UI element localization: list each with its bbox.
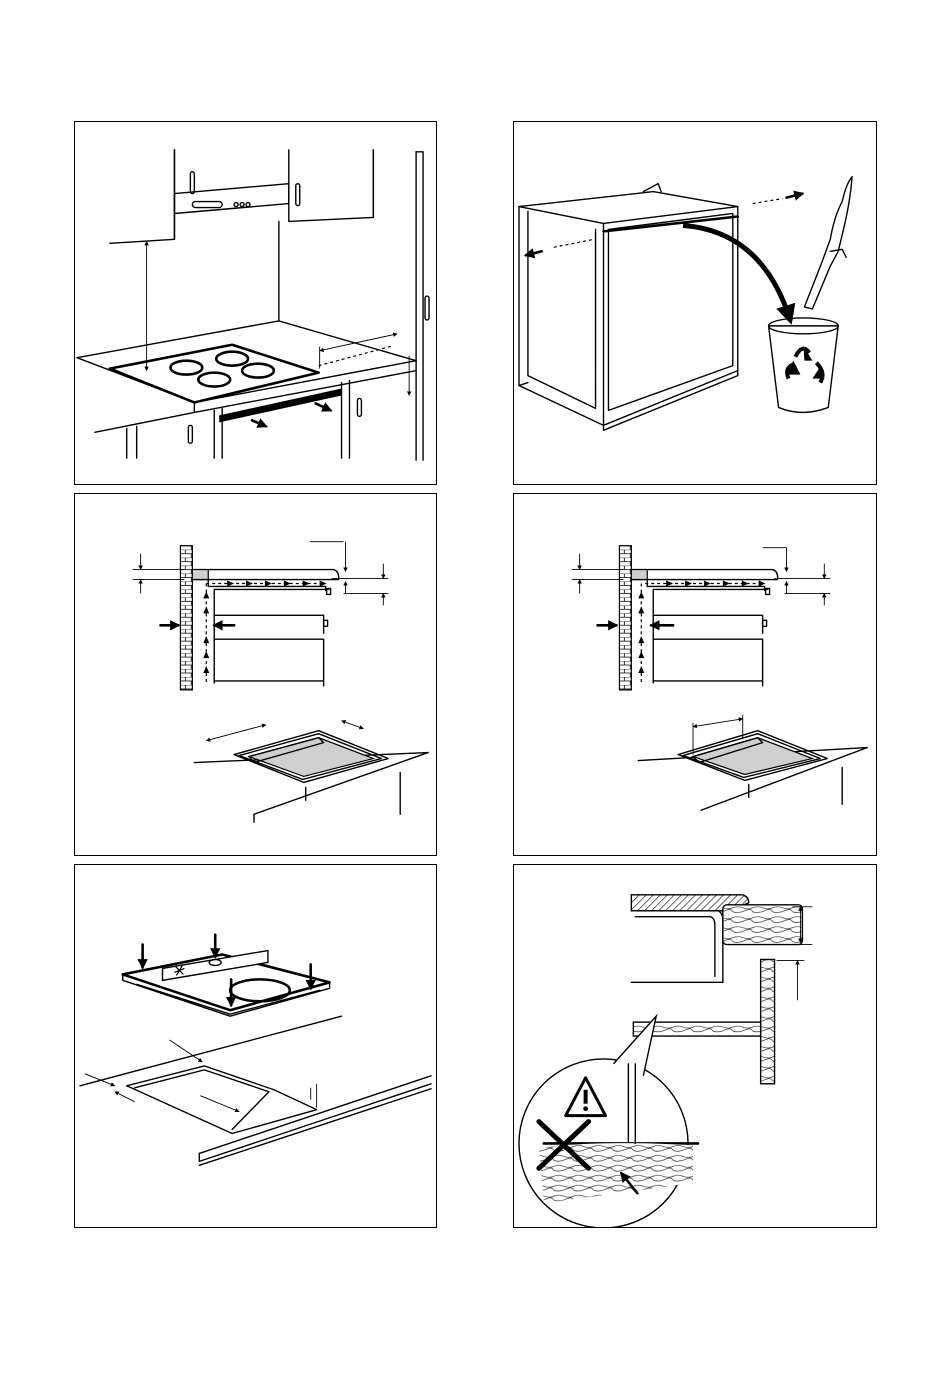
hand: [804, 177, 852, 309]
recycle-icon: [786, 346, 825, 383]
wood-block: [723, 905, 803, 945]
waste-bin: [769, 326, 839, 413]
figure-hob-insertion: [74, 864, 437, 1228]
cabinet-handle: [296, 184, 300, 206]
drawer-handle: [188, 425, 192, 443]
figure-ventilation-clearance: [74, 493, 437, 856]
figure-ventilation-clearance-alt: [513, 493, 877, 856]
hob-under-hood-drawing: [75, 122, 436, 484]
hob-insertion-drawing: [75, 865, 436, 1227]
cabinet-handle: [190, 172, 194, 194]
ventilation-clearance-drawing: [75, 494, 436, 855]
ventilation-clearance-alt-drawing: [514, 494, 876, 855]
brick-wall: [619, 546, 631, 690]
figure-cabinet-crossbar: [513, 121, 877, 485]
ventilation-slot: [219, 389, 341, 423]
cabinet-crossbar-drawing: [514, 122, 876, 484]
tall-cabinet-handle: [425, 296, 429, 320]
figure-worktop-warning: [513, 864, 877, 1228]
brick-wall: [180, 546, 192, 690]
drawer-handle: [357, 398, 361, 416]
worktop-warning-drawing: [514, 865, 876, 1227]
figure-hob-under-hood: [74, 121, 437, 485]
hood-light: [192, 202, 222, 208]
